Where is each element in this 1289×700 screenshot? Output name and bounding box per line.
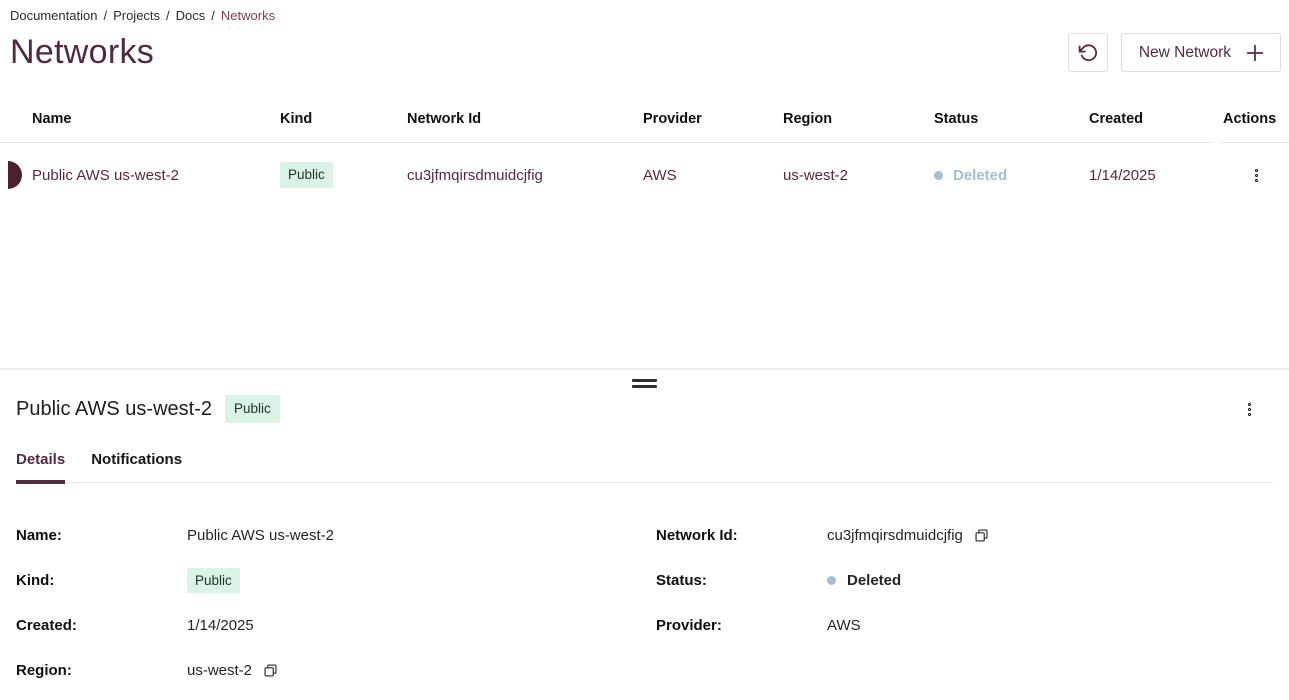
detail-label-network-id: Network Id: xyxy=(656,527,738,544)
detail-value-name: Public AWS us-west-2 xyxy=(187,527,334,544)
breadcrumb-separator: / xyxy=(211,8,215,23)
column-header-provider: Provider xyxy=(643,110,702,127)
breadcrumb-separator: / xyxy=(103,8,108,23)
details-column-left: Name: Public AWS us-west-2 Kind: Public … xyxy=(16,513,656,693)
detail-row-name: Name: Public AWS us-west-2 xyxy=(16,513,656,558)
tab-notifications[interactable]: Notifications xyxy=(91,451,183,468)
status-dot xyxy=(827,576,836,585)
table-header-row: Name Kind Network Id Provider Region Sta… xyxy=(0,95,1289,143)
detail-label-region: Region: xyxy=(16,662,72,679)
column-header-actions: Actions xyxy=(1223,110,1277,127)
page-title: Networks xyxy=(10,33,155,71)
kebab-dot xyxy=(1248,402,1251,406)
page-header: Networks New Network xyxy=(0,33,1289,72)
new-network-label: New Network xyxy=(1138,43,1231,61)
detail-row-network-id: Network Id: cu3jfmqirsdmuidcjfig xyxy=(656,513,1273,558)
detail-value-created: 1/14/2025 xyxy=(187,617,254,634)
copy-region-button[interactable] xyxy=(263,663,278,678)
breadcrumb-item-docs[interactable]: Docs xyxy=(175,8,206,23)
copy-network-id-button[interactable] xyxy=(974,528,989,543)
drag-handle-bar xyxy=(632,385,657,388)
column-header-created: Created xyxy=(1089,110,1143,127)
breadcrumb-separator: / xyxy=(166,8,170,23)
tab-bar: Details Notifications xyxy=(16,451,1273,484)
detail-label-kind: Kind: xyxy=(16,572,55,589)
networks-list-section: Documentation / Projects / Docs / Networ… xyxy=(0,0,1289,207)
panel-title: Public AWS us-west-2 xyxy=(16,397,212,420)
table-row[interactable]: Public AWS us-west-2 Public cu3jfmqirsdm… xyxy=(0,143,1289,207)
kebab-dot xyxy=(1254,168,1258,172)
detail-label-name: Name: xyxy=(16,527,62,544)
actions-column-divider-gap xyxy=(1214,142,1222,144)
drag-handle-bar xyxy=(632,379,657,382)
breadcrumb-item-projects[interactable]: Projects xyxy=(113,8,161,23)
column-header-name: Name xyxy=(32,110,72,127)
panel-actions-kebab-button[interactable] xyxy=(1240,398,1259,421)
detail-row-status: Status: Deleted xyxy=(656,558,1273,603)
status-text: Deleted xyxy=(953,166,1008,184)
copy-icon xyxy=(263,663,278,678)
copy-icon xyxy=(974,528,989,543)
detail-row-kind: Kind: Public xyxy=(16,558,656,603)
detail-label-created: Created: xyxy=(16,617,77,634)
detail-value-network-id: cu3jfmqirsdmuidcjfig xyxy=(827,527,963,544)
column-header-status: Status xyxy=(934,110,979,127)
cell-region: us-west-2 xyxy=(783,166,849,184)
refresh-button[interactable] xyxy=(1067,33,1108,72)
kebab-dot xyxy=(1248,407,1251,411)
cell-actions xyxy=(1223,164,1289,187)
breadcrumb-item-networks[interactable]: Networks xyxy=(220,8,276,23)
column-header-network-id: Network Id xyxy=(407,110,482,127)
cell-network-id: cu3jfmqirsdmuidcjfig xyxy=(407,166,543,184)
detail-row-provider: Provider: AWS xyxy=(656,603,1273,648)
row-actions-kebab-button[interactable] xyxy=(1247,164,1266,187)
selected-row-indicator xyxy=(8,161,22,189)
cell-kind: Public xyxy=(280,162,407,188)
tab-details[interactable]: Details xyxy=(16,451,66,484)
panel-kind-badge: Public xyxy=(225,395,280,423)
status-dot xyxy=(934,170,943,180)
cell-provider: AWS xyxy=(643,166,677,184)
breadcrumb: Documentation / Projects / Docs / Networ… xyxy=(0,0,1289,23)
column-header-region: Region xyxy=(783,110,833,127)
detail-value-status: Deleted xyxy=(847,572,902,589)
detail-kind-badge: Public xyxy=(187,567,240,594)
detail-row-region: Region: us-west-2 xyxy=(16,648,656,693)
detail-label-provider: Provider: xyxy=(656,617,722,634)
kebab-dot xyxy=(1254,178,1258,182)
networks-table: Name Kind Network Id Provider Region Sta… xyxy=(0,95,1289,207)
cell-name: Public AWS us-west-2 xyxy=(32,166,179,184)
kebab-dot xyxy=(1254,173,1258,177)
new-network-button[interactable]: New Network xyxy=(1120,33,1281,72)
detail-label-status: Status: xyxy=(656,572,707,589)
kebab-dot xyxy=(1248,412,1251,416)
detail-value-region: us-west-2 xyxy=(187,662,253,679)
kind-badge: Public xyxy=(280,162,333,188)
network-detail-panel: Public AWS us-west-2 Public Details Noti… xyxy=(0,368,1289,700)
plus-icon xyxy=(1244,42,1266,64)
detail-row-created: Created: 1/14/2025 xyxy=(16,603,656,648)
refresh-icon xyxy=(1077,42,1098,63)
panel-header: Public AWS us-west-2 Public xyxy=(0,394,1289,424)
cell-created: 1/14/2025 xyxy=(1089,166,1156,184)
panel-drag-handle[interactable] xyxy=(632,379,657,388)
details-grid: Name: Public AWS us-west-2 Kind: Public … xyxy=(0,513,1289,693)
column-header-kind: Kind xyxy=(280,110,313,127)
detail-value-provider: AWS xyxy=(827,617,861,634)
breadcrumb-item-documentation[interactable]: Documentation xyxy=(10,8,98,23)
cell-status: Deleted xyxy=(934,167,1089,184)
details-column-right: Network Id: cu3jfmqirsdmuidcjfig Statu xyxy=(656,513,1273,693)
header-actions: New Network xyxy=(1067,33,1281,72)
